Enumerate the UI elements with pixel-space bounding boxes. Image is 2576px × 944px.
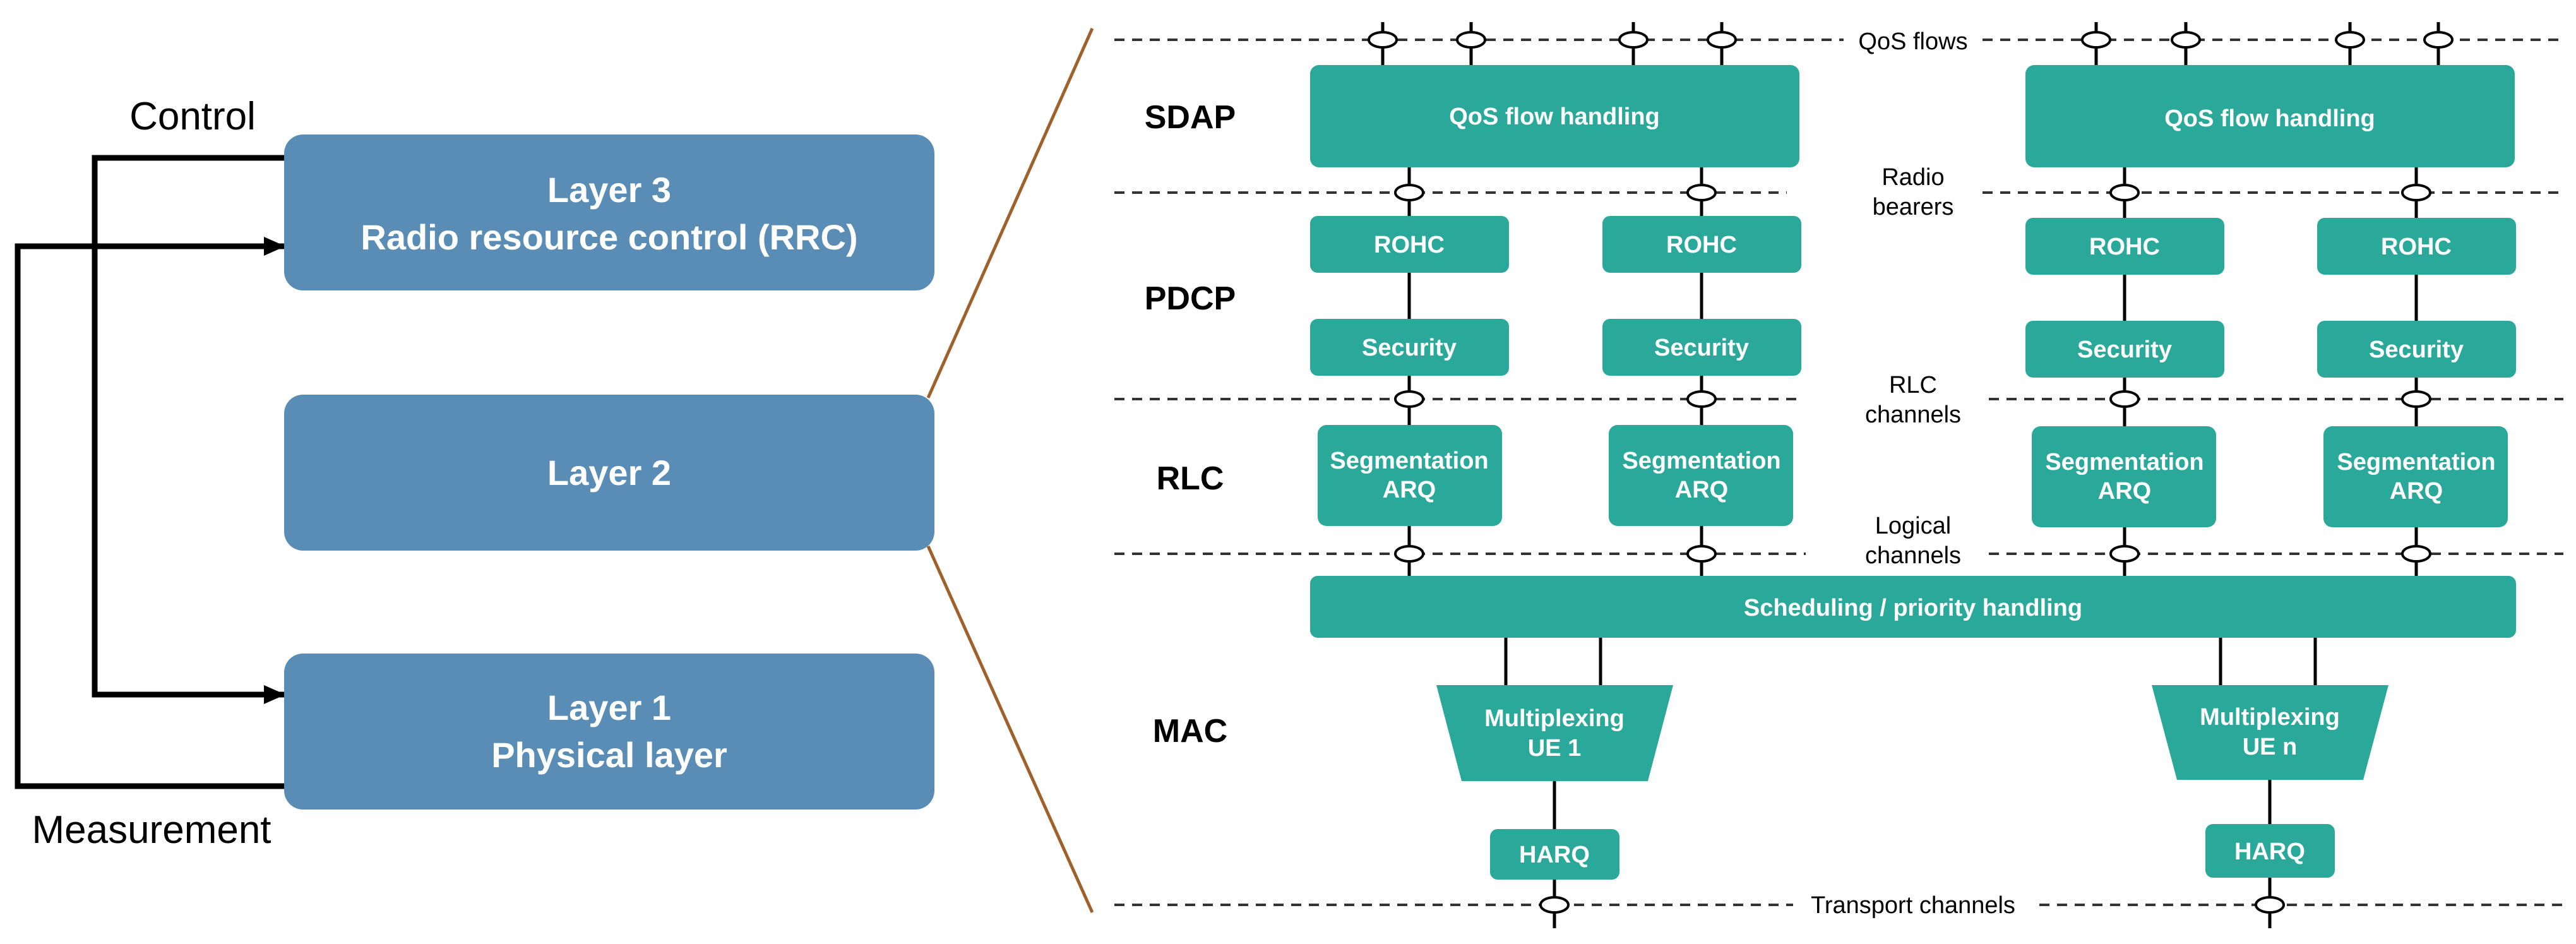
multiplexing-ue1-sub: UE 1	[1528, 735, 1581, 762]
logical-channels-label-2: channels	[1865, 542, 1961, 569]
sap-marker	[2109, 390, 2140, 408]
sap-marker	[1539, 896, 1570, 914]
qos-flow-handling-block-right	[2025, 65, 2515, 167]
security-label: Security	[2077, 337, 2172, 363]
scheduling-label: Scheduling / priority handling	[1744, 595, 2082, 621]
security-label: Security	[1654, 335, 1749, 361]
sap-marker	[2401, 545, 2431, 563]
sap-marker	[1686, 545, 1717, 563]
control-line	[92, 155, 285, 704]
security-label: Security	[2369, 337, 2464, 363]
qos-flow-handling-label: QoS flow handling	[2164, 105, 2375, 132]
logical-channels-label-1: Logical	[1875, 513, 1951, 539]
layer3-box	[284, 134, 934, 290]
sublayer-rlc: RLC	[1157, 460, 1224, 497]
layer1-subtitle: Physical layer	[491, 735, 727, 775]
arq-label: ARQ	[2098, 478, 2151, 505]
measurement-label: Measurement	[32, 808, 271, 852]
arq-label: ARQ	[2390, 478, 2443, 505]
multiplexing-uen-block	[2152, 685, 2388, 780]
sap-marker	[1686, 184, 1717, 201]
security-block	[1602, 319, 1801, 376]
sap-marker	[1686, 390, 1717, 408]
sap-marker	[2255, 896, 2285, 914]
layer2-title: Layer 2	[547, 453, 671, 493]
sap-marker	[2171, 31, 2201, 49]
qos-flow-handling-block-left	[1310, 65, 1799, 167]
control-label: Control	[129, 95, 256, 138]
sap-marker	[1618, 31, 1649, 49]
sap-marker	[1456, 31, 1486, 49]
rohc-label: ROHC	[1374, 232, 1445, 258]
sap-marker	[1394, 390, 1424, 408]
security-block	[1310, 319, 1509, 376]
rohc-label: ROHC	[2089, 234, 2160, 260]
sublayer-mac: MAC	[1153, 713, 1227, 750]
sap-marker	[1394, 545, 1424, 563]
qos-flow-handling-label: QoS flow handling	[1449, 104, 1660, 130]
multiplexing-uen-label: Multiplexing	[2200, 704, 2340, 731]
rlc-channels-label-1: RLC	[1889, 372, 1937, 398]
scheduling-block	[1310, 576, 2516, 638]
multiplexing-ue1-label: Multiplexing	[1484, 705, 1625, 732]
segmentation-label: Segmentation	[2045, 449, 2203, 475]
zoom-line-bottom	[926, 545, 1094, 914]
sap-ellipses	[1368, 31, 2454, 914]
harq-block-uen	[2205, 824, 2335, 878]
right-panel: SDAP PDCP RLC MAC QoS flows Radio bearer…	[1114, 22, 2563, 928]
multiplexing-uen-sub: UE n	[2243, 734, 2298, 760]
sap-marker	[1394, 184, 1424, 201]
measurement-line	[15, 237, 285, 789]
multiplexing-ue1-block	[1436, 685, 1673, 781]
harq-label: HARQ	[2234, 839, 2305, 865]
security-block	[2317, 321, 2516, 378]
rohc-block	[1602, 216, 1801, 273]
arq-label: ARQ	[1383, 477, 1436, 503]
segmentation-label: Segmentation	[1622, 448, 1780, 474]
sap-marker	[2335, 31, 2365, 49]
security-block	[2025, 321, 2224, 378]
arq-label: ARQ	[1675, 477, 1728, 503]
qos-flows-label: QoS flows	[1858, 28, 1967, 55]
layer1-box	[284, 654, 934, 810]
segmentation-label: Segmentation	[2337, 449, 2495, 475]
sap-marker	[2109, 545, 2140, 563]
segmentation-arq-block	[1318, 425, 1502, 526]
segmentation-arq-block	[1609, 425, 1793, 526]
sap-marker	[2109, 184, 2140, 201]
sap-marker	[2401, 390, 2431, 408]
rohc-block	[2025, 218, 2224, 275]
radio-bearers-label-2: bearers	[1873, 194, 1954, 220]
rohc-block	[1310, 216, 1509, 273]
sap-marker	[2423, 31, 2454, 49]
segmentation-arq-block	[2323, 426, 2508, 527]
harq-block-ue1	[1490, 829, 1619, 880]
layer1-title: Layer 1	[547, 688, 671, 727]
sublayer-pdcp: PDCP	[1145, 280, 1236, 317]
rohc-block	[2317, 218, 2516, 275]
segmentation-label: Segmentation	[1330, 448, 1488, 474]
layer3-subtitle: Radio resource control (RRC)	[361, 217, 857, 257]
rlc-channels-label-2: channels	[1865, 402, 1961, 428]
segmentation-arq-block	[2032, 426, 2216, 527]
sap-marker	[1707, 31, 1737, 49]
left-panel: Control Measurement Layer 3 Radio resour…	[15, 27, 1094, 914]
sap-marker	[2081, 31, 2111, 49]
zoom-line-top	[926, 27, 1094, 399]
sap-marker	[2401, 184, 2431, 201]
rohc-label: ROHC	[2381, 234, 2452, 260]
security-label: Security	[1362, 335, 1457, 361]
harq-label: HARQ	[1519, 842, 1590, 868]
sap-marker	[1368, 31, 1398, 49]
radio-bearers-label-1: Radio	[1881, 164, 1944, 191]
rohc-label: ROHC	[1666, 232, 1737, 258]
layer2-box	[284, 395, 934, 551]
layer3-title: Layer 3	[547, 170, 671, 210]
transport-channels-label: Transport channels	[1811, 892, 2015, 919]
sublayer-sdap: SDAP	[1145, 99, 1236, 136]
